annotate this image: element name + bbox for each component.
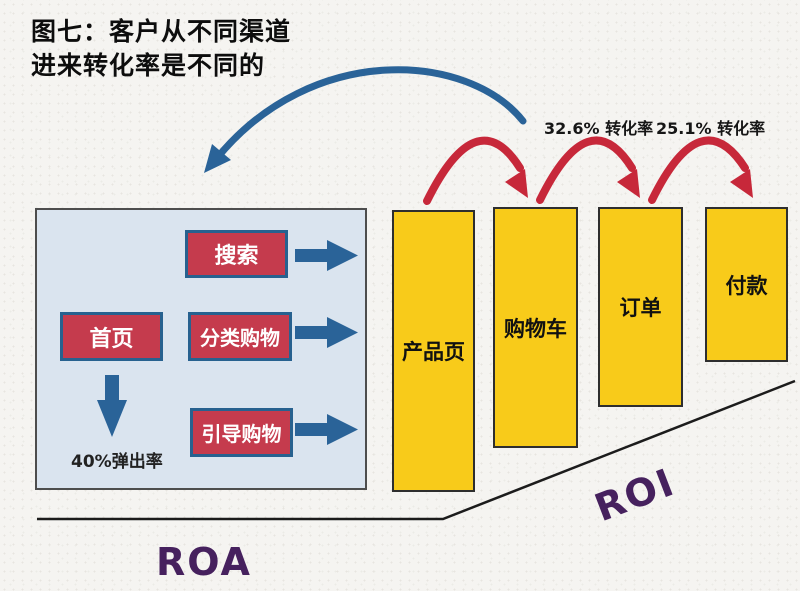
hop-arrow-2-head-icon [617,169,640,198]
funnel-stage-cart-label: 购物车 [504,316,567,341]
hop-arrow-1-head-icon [505,169,528,198]
bounce-rate-label: 40%弹出率 [71,452,163,472]
figure-title-line2: 进来转化率是不同的 [31,50,266,80]
hop-arrow-3-curve [648,136,749,204]
channel-node-search-label: 搜索 [214,244,259,269]
loopback-arrow-head-icon [204,144,231,173]
loopback-arrow-curve [213,66,527,162]
hop-arrow-cart-to-order [536,136,640,204]
channel-node-home-label: 首页 [89,326,134,352]
channel-node-guided: 引导购物 [190,408,293,457]
hop-arrow-order-to-payment [648,136,753,204]
figure-title: 图七：客户从不同渠道 进来转化率是不同的 [31,15,291,82]
funnel-stage-order-label: 订单 [619,296,662,320]
conversion-rate-label-cart-to-order: 32.6% 转化率 [544,119,654,138]
channel-node-guided-label: 引导购物 [201,422,282,446]
channel-node-home: 首页 [60,312,163,361]
loopback-arrow [204,66,527,173]
hop-arrow-3-head-icon [730,169,753,198]
funnel-stage-product-page-label: 产品页 [402,340,465,364]
funnel-stage-cart: 购物车 [493,207,578,448]
funnel-stage-order: 订单 [598,207,683,407]
figure-title-line1: 图七：客户从不同渠道 [31,17,292,46]
channel-node-category-label: 分类购物 [200,326,280,350]
funnel-stage-payment: 付款 [705,207,788,362]
funnel-stage-payment-label: 付款 [725,273,768,298]
channel-node-search: 搜索 [185,230,288,278]
conversion-rate-label-order-to-payment: 25.1% 转化率 [656,119,766,138]
funnel-stage-product-page: 产品页 [392,210,475,492]
hop-arrow-product-to-cart [423,136,528,205]
roi-axis-label: ROI [588,459,681,531]
hop-arrow-1-curve [423,136,524,205]
roa-axis-label: ROA [156,540,252,584]
hop-arrow-2-curve [536,136,636,204]
channel-node-category: 分类购物 [188,312,292,361]
